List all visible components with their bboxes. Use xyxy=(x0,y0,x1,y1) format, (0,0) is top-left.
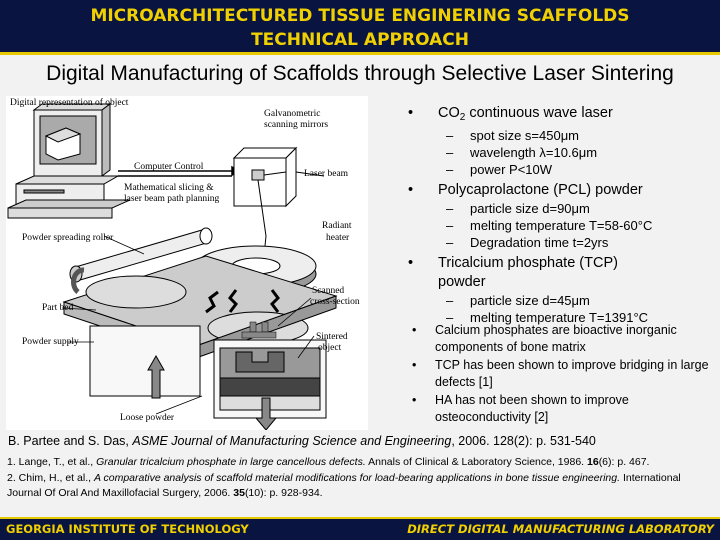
label-galvo-2: scanning mirrors xyxy=(264,120,328,130)
scanned-pattern xyxy=(241,321,277,339)
bullet-pcl: •Polycaprolactone (PCL) powder xyxy=(408,182,643,198)
bullet-co2: • CO2 continuous wave laser xyxy=(408,104,713,127)
leader-lines xyxy=(61,235,315,415)
sls-diagram-svg: Digital representation of object Galvano… xyxy=(7,97,360,430)
figure-citation: B. Partee and S. Das, ASME Journal of Ma… xyxy=(8,434,596,448)
note-item: •HA has not been shown to improve osteoc… xyxy=(412,393,629,424)
co2-subscript: 2 xyxy=(459,112,466,123)
label-radiant-2: heater xyxy=(326,233,350,243)
header-title: MICROARCHITECTURED TISSUE ENGINERING SCA… xyxy=(90,6,630,26)
sub-bullet: –particle size d=90μm xyxy=(446,201,590,216)
label-laser-beam: Laser beam xyxy=(304,169,349,179)
footer-institution: GEORGIA INSTITUTE OF TECHNOLOGY xyxy=(6,522,249,536)
sub-bullet: –melting temperature T=58-60°C xyxy=(446,218,653,233)
sub-bullet: –spot size s=450μm xyxy=(446,128,580,143)
label-galvo-1: Galvanometric xyxy=(264,109,320,119)
label-part-bed: Part bed xyxy=(42,303,74,313)
sub-bullet: –power P<10W xyxy=(446,162,553,177)
header-bar: MICROARCHITECTURED TISSUE ENGINERING SCA… xyxy=(0,0,720,55)
footer-bar: GEORGIA INSTITUTE OF TECHNOLOGY DIRECT D… xyxy=(0,517,720,540)
laser-materials-list: • CO2 continuous wave laser –spot size s=… xyxy=(408,104,713,326)
label-sintered-2: object xyxy=(318,343,342,353)
reference-2: 2. Chim, H., et al., A comparative analy… xyxy=(7,471,681,500)
label-math-1: Mathematical slicing & xyxy=(124,183,214,193)
galvo-box xyxy=(232,146,325,208)
label-math-2: laser beam path planning xyxy=(124,194,219,204)
label-computer-control: Computer Control xyxy=(134,162,204,172)
sub-bullet: –melting temperature T=1391°C xyxy=(446,310,649,325)
label-digital: Digital representation of object xyxy=(10,97,129,108)
label-radiant-1: Radiant xyxy=(322,221,352,231)
footer-lab: DIRECT DIGITAL MANUFACTURING LABORATORY xyxy=(407,522,714,536)
label-roller: Powder spreading roller xyxy=(22,233,114,243)
sub-bullet: –wavelength λ=10.6μm xyxy=(446,145,598,160)
heat-arrows xyxy=(205,289,280,314)
sls-diagram: Digital representation of object Galvano… xyxy=(6,96,368,430)
calcium-phosphate-notes: •Calcium phosphates are bioactive inorga… xyxy=(408,322,716,427)
header-subtitle: TECHNICAL APPROACH xyxy=(251,30,469,50)
rotation-arrow xyxy=(71,267,85,294)
computer-icon xyxy=(7,103,131,219)
co2-prefix: CO xyxy=(438,105,460,121)
references: 1. Lange, T., et al., Granular tricalciu… xyxy=(7,455,715,502)
bullet-dot: • xyxy=(408,105,414,121)
label-powder-supply: Powder supply xyxy=(22,337,79,347)
co2-suffix: continuous wave laser xyxy=(465,105,613,121)
citation-journal: ASME Journal of Manufacturing Science an… xyxy=(132,434,452,448)
powder-cylinders xyxy=(89,325,327,419)
sub-bullet: –Degradation time t=2yrs xyxy=(446,235,609,250)
label-scanned-1: Scanned xyxy=(312,286,344,296)
reference-1: 1. Lange, T., et al., Granular tricalciu… xyxy=(7,456,650,468)
bullet-tcp: •Tricalcium phosphate (TCP) xyxy=(408,255,618,271)
sub-bullet: –particle size d=45μm xyxy=(446,293,590,308)
slide-title: Digital Manufacturing of Scaffolds throu… xyxy=(46,62,674,85)
note-item: •TCP has been shown to improve bridging … xyxy=(412,358,709,389)
label-loose-powder: Loose powder xyxy=(120,413,175,423)
bullet-tcp-cont: powder xyxy=(438,274,486,290)
label-sintered-1: Sintered xyxy=(316,332,348,342)
label-scanned-2: cross-section xyxy=(310,297,360,307)
note-item: •Calcium phosphates are bioactive inorga… xyxy=(412,323,677,354)
piston-arrows xyxy=(147,354,278,430)
